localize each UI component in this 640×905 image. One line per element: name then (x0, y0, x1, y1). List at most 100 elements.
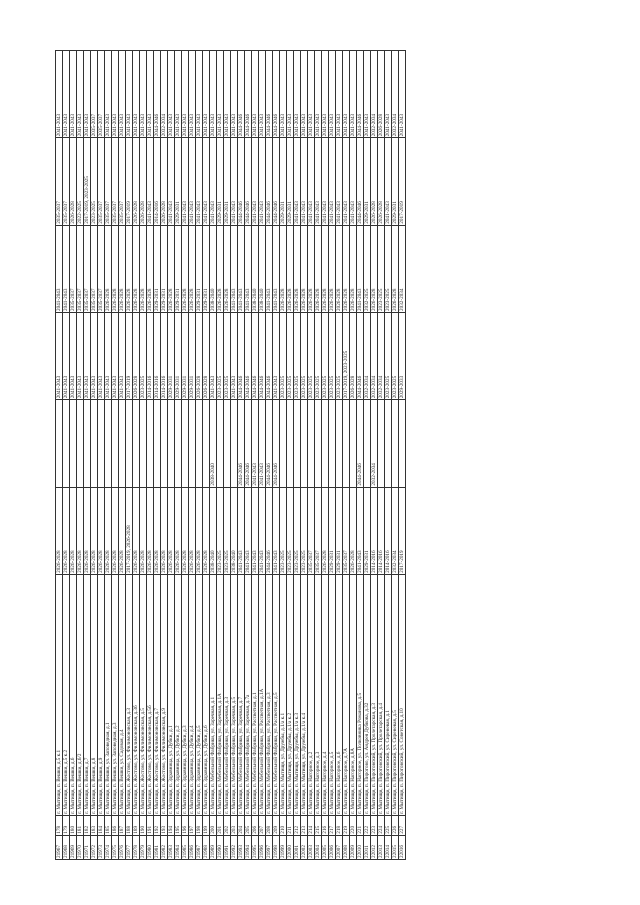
cell-address: г. Мытищи, п. Вешки, д.8 (90, 574, 98, 816)
cell-period-6: 2041-2043 (349, 50, 357, 138)
cell-period-2 (132, 399, 140, 488)
cell-period-6: 2041-2043 (209, 50, 217, 138)
cell-period-3: 2029-2031 (181, 312, 189, 400)
cell-period-3: 2023-2025 (223, 312, 231, 400)
cell-period-3: 2044-2046 (237, 312, 245, 400)
cell-address: г. Мытищи, п. Жостово, ул. Филимоновская… (160, 574, 168, 816)
cell-period-5: 2044-2046 (237, 137, 245, 226)
cell-period-3: 2041-2043 (272, 312, 280, 400)
cell-period-6: 2041-2043 (76, 50, 84, 138)
cell-period-4: 2041-2043 (62, 225, 70, 313)
cell-period-4: 2026-2028 (132, 225, 140, 313)
cell-period-4: 2029-2031 (153, 225, 161, 313)
cell-row-number: 223 (370, 815, 378, 836)
cell-row-number: 186 (111, 815, 119, 836)
cell-period-5: 2041-2043 (314, 137, 322, 226)
cell-period-6: 2032-2034 (160, 50, 168, 138)
cell-period-1: 2038-2040 (230, 487, 238, 575)
cell-period-2: 2044-2046 (244, 399, 252, 488)
cell-period-4: 2026-2028 (146, 225, 154, 313)
cell-row-number: 212 (293, 815, 301, 836)
cell-period-5: 2044-2046 (265, 137, 273, 226)
cell-row-number: 211 (286, 815, 294, 836)
cell-record-id: 22002 (300, 835, 308, 860)
cell-row-number: 201 (216, 815, 224, 836)
cell-period-4: 2026-2028 (342, 225, 350, 313)
cell-record-id: 21979 (139, 835, 147, 860)
cell-period-6: 2041-2043 (202, 50, 210, 138)
cell-period-2 (181, 399, 189, 488)
cell-period-3: 2029-2031 (188, 312, 196, 400)
cell-address: г. Мытищи, п. Жостово, ул. Филимоновская… (125, 574, 133, 816)
cell-period-1: 2026-2028 (97, 487, 105, 575)
cell-row-number: 184 (97, 815, 105, 836)
cell-period-5: 2035-2037 (104, 137, 112, 226)
cell-period-5: 2041-2043 (146, 137, 154, 226)
cell-address: г. Мытищи, п. Пироговский, ул. Пролетарс… (377, 574, 385, 816)
cell-period-4: 2026-2028 (216, 225, 224, 313)
cell-period-4: 2023-2025 (384, 225, 392, 313)
cell-period-4: 2026-2028 (314, 225, 322, 313)
cell-period-3: 2014-2016 (153, 312, 161, 400)
cell-period-1: 2026-2028 (83, 487, 91, 575)
cell-period-4: 2026-2028 (181, 225, 189, 313)
cell-period-2 (139, 399, 147, 488)
cell-period-5: 2026-2028 (370, 137, 378, 226)
cell-period-3: 2023-2025 (328, 312, 336, 400)
cell-period-3: 2041-2043 (55, 312, 63, 400)
cell-period-4: 2026-2028 (349, 225, 357, 313)
cell-record-id: 21991 (223, 835, 231, 860)
cell-record-id: 21998 (272, 835, 280, 860)
cell-period-6: 2044-2046 (153, 50, 161, 138)
cell-period-5: 2041-2043 (167, 137, 175, 226)
cell-period-5: 2029-2031 (174, 137, 182, 226)
cell-period-6: 2044-2046 (272, 50, 280, 138)
cell-row-number: 189 (132, 815, 140, 836)
cell-period-5: 2017-2019 (398, 137, 406, 226)
cell-period-5: 2029-2031 (216, 137, 224, 226)
cell-period-1: 2035-2037 (307, 487, 315, 575)
cell-period-6: 2041-2043 (321, 50, 329, 138)
cell-record-id: 21968 (62, 835, 70, 860)
cell-row-number: 183 (90, 815, 98, 836)
cell-period-4: 2035-2037 (83, 225, 91, 313)
cell-period-2 (384, 399, 392, 488)
cell-period-3: 2017-2019, 2023-2025 (342, 312, 350, 400)
cell-period-1: 2026-2028 (321, 487, 329, 575)
cell-period-4: 2026-2028 (328, 225, 336, 313)
cell-period-1: 2035-2037 (314, 487, 322, 575)
cell-period-2: 2044-2046 (272, 399, 280, 488)
cell-period-1: 2035-2037 (342, 487, 350, 575)
cell-period-6: 2041-2043 (111, 50, 119, 138)
cell-period-1: 2014-2016 (377, 487, 385, 575)
cell-record-id: 21970 (76, 835, 84, 860)
cell-address: г. Мытищи, п. Здравница, ул. Дубки, д.6 (202, 574, 210, 816)
cell-period-2 (153, 399, 161, 488)
cell-address: г. Мытищи, п. Пирогово, ул. Андрея Дубко… (363, 574, 371, 816)
cell-record-id: 22000 (286, 835, 294, 860)
cell-record-id: 21984 (174, 835, 182, 860)
cell-row-number: 178 (55, 815, 63, 836)
cell-address: г. Мытищи, п. Вешки, д.7 (83, 574, 91, 816)
cell-period-1: 2029-2031 (363, 487, 371, 575)
cell-period-1: 2017-2019, 2026-2028 (125, 487, 133, 575)
cell-record-id: 21996 (258, 835, 266, 860)
cell-record-id: 21997 (265, 835, 273, 860)
cell-period-1: 2032-2034 (391, 487, 399, 575)
cell-record-id: 22015 (391, 835, 399, 860)
cell-period-1: 2014-2016 (370, 487, 378, 575)
cell-period-3: 2014-2016 (146, 312, 154, 400)
cell-period-2 (349, 399, 357, 488)
cell-period-6: 2026-2028 (377, 50, 385, 138)
cell-period-2 (62, 399, 70, 488)
